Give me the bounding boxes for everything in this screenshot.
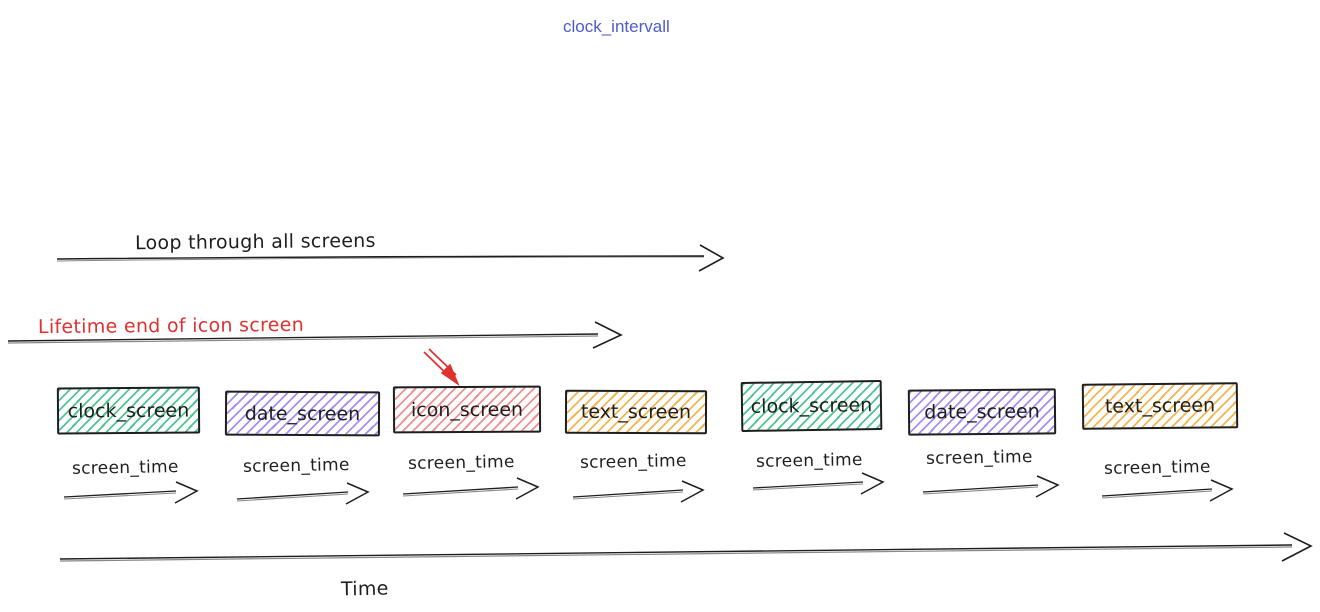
- time-axis-arrow: [59, 532, 1313, 562]
- screen-time-arrow: [572, 480, 705, 503]
- screen-time-label: screen_time: [71, 457, 179, 479]
- diagram-title: clock_intervall: [563, 17, 670, 36]
- screen-time-arrow: [402, 477, 540, 500]
- screen-box-date-2: date_screen: [907, 388, 1057, 436]
- screen-box-date-1: date_screen: [224, 390, 381, 437]
- screen-time-label: screen_time: [242, 455, 350, 477]
- screen-time-label: screen_time: [407, 452, 515, 474]
- screen-time-label: screen_time: [755, 450, 863, 472]
- screen-box-label: clock_screen: [750, 394, 873, 418]
- icon-screen-pointer-arrow: [423, 348, 460, 387]
- screen-time-label: screen_time: [579, 451, 687, 473]
- screen-box-label: date_screen: [244, 402, 361, 425]
- screen-box-text-1: text_screen: [564, 389, 708, 435]
- time-axis-label: Time: [340, 577, 389, 601]
- screen-box-clock-2: clock_screen: [740, 380, 883, 432]
- screen-time-arrow: [1101, 479, 1234, 502]
- screen-box-label: clock_screen: [67, 399, 190, 422]
- screen-box-text-2: text_screen: [1081, 382, 1239, 430]
- screen-box-label: icon_screen: [410, 398, 524, 421]
- screen-time-arrow: [63, 481, 199, 504]
- screen-box-clock-1: clock_screen: [56, 386, 201, 435]
- screen-box-label: text_screen: [580, 400, 692, 424]
- screen-box-icon: icon_screen: [392, 385, 542, 434]
- screen-time-arrow: [752, 472, 885, 495]
- lifetime-arrow: [7, 321, 623, 349]
- screen-time-label: screen_time: [925, 447, 1033, 469]
- screen-box-label: date_screen: [924, 400, 1040, 424]
- screen-time-arrow: [922, 475, 1060, 498]
- loop-arrow: [56, 244, 725, 272]
- screen-time-arrow: [236, 482, 370, 505]
- screen-box-label: text_screen: [1104, 394, 1216, 418]
- screen-time-label: screen_time: [1103, 457, 1211, 479]
